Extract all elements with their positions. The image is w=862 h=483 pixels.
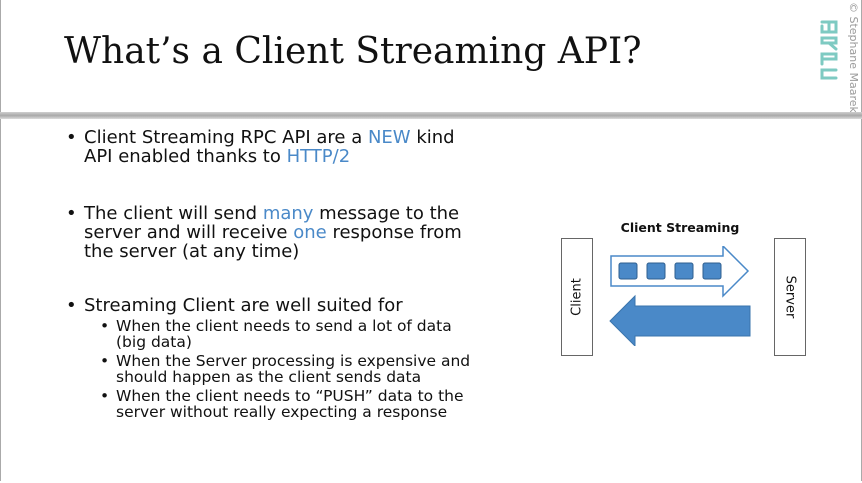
sub-bullet: • When the client needs to “PUSH” data t… — [100, 387, 464, 405]
client-box: Client — [561, 238, 593, 356]
bullet-text: Streaming Client are well suited for — [84, 295, 403, 316]
message-blocks — [618, 262, 722, 280]
stream-arrows — [609, 246, 751, 346]
title-divider — [0, 112, 862, 119]
bullet-text: The client will send — [84, 203, 263, 224]
sub-bullet-cont: (big data) — [116, 333, 192, 351]
highlight-one: one — [293, 222, 327, 243]
bullet-text: response from — [326, 222, 462, 243]
copyright-notice: © Stephane Maarek — [847, 2, 860, 113]
bullet-text: server and will receive — [84, 222, 294, 243]
bullet-line: API enabled thanks to HTTP/2 — [64, 147, 534, 166]
message-block — [618, 262, 638, 280]
sub-bullet: • When the Server processing is expensiv… — [100, 352, 471, 370]
sub-bullet-text: When the client needs to send a lot of d… — [116, 317, 452, 335]
grpc-logo — [818, 18, 840, 80]
bullet-use-cases: • Streaming Client are well suited for •… — [64, 296, 534, 420]
bullet-line: server and will receive one response fro… — [64, 223, 534, 242]
bullet-http2: • Client Streaming RPC API are a NEW kin… — [64, 128, 534, 166]
message-block — [646, 262, 666, 280]
sub-bullet: • When the client needs to send a lot of… — [100, 317, 452, 335]
bullet-text: message to the — [313, 203, 460, 224]
bullet-text: Client Streaming RPC API are a — [84, 127, 368, 148]
sub-bullet-text: When the Server processing is expensive … — [116, 352, 471, 370]
client-label: Client — [569, 278, 585, 316]
message-block — [674, 262, 694, 280]
response-arrow — [609, 294, 751, 346]
sub-bullet-text: When the client needs to “PUSH” data to … — [116, 387, 464, 405]
highlight-http2: HTTP/2 — [286, 146, 351, 167]
bullet-line: • Streaming Client are well suited for — [66, 295, 403, 316]
bullet-text: kind — [410, 127, 455, 148]
bullet-line: the server (at any time) — [84, 241, 300, 262]
message-block — [702, 262, 722, 280]
server-label: Server — [782, 275, 798, 319]
sub-bullet-cont: should happen as the client sends data — [116, 368, 422, 386]
bullet-line: • Client Streaming RPC API are a NEW kin… — [66, 127, 455, 148]
sub-bullet-cont: server without really expecting a respon… — [116, 403, 448, 421]
server-box: Server — [774, 238, 806, 356]
slide-title: What’s a Client Streaming API? — [64, 31, 642, 72]
bullet-many-one: • The client will send many message to t… — [64, 204, 534, 261]
diagram-title: Client Streaming — [620, 220, 740, 235]
bullet-line: • The client will send many message to t… — [66, 203, 460, 224]
highlight-new: NEW — [367, 127, 411, 148]
highlight-many: many — [262, 203, 314, 224]
grpc-logo-icon — [820, 20, 838, 80]
bullet-text: API enabled thanks to — [84, 146, 287, 167]
